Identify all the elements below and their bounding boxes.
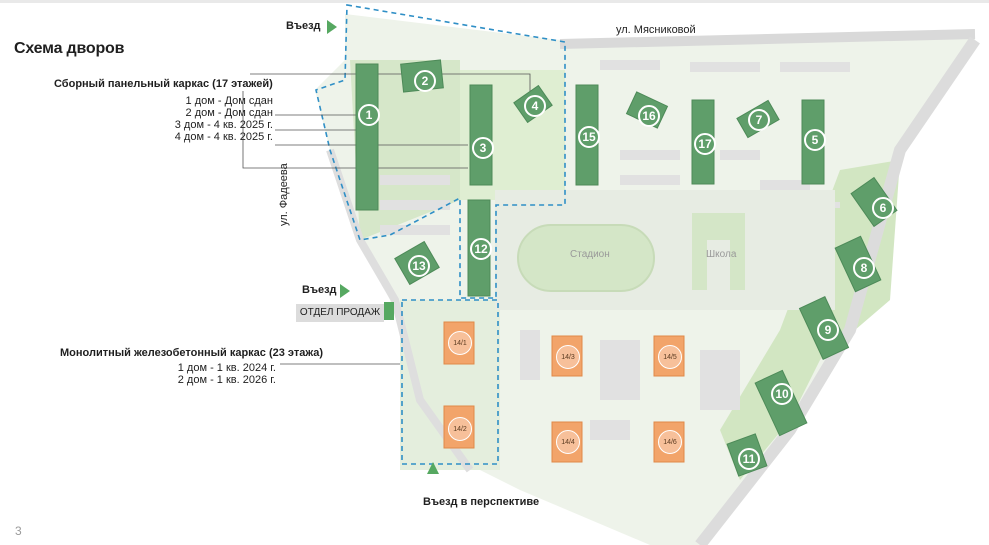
legend-panel-line: 2 дом - Дом сдан [185, 107, 273, 119]
page-title: Схема дворов [14, 40, 125, 57]
road-top [559, 29, 976, 49]
building-badge-m4[interactable]: 14/4 [556, 430, 580, 454]
building-badge-m6[interactable]: 14/6 [658, 430, 682, 454]
stadium-track [517, 224, 655, 292]
page-number: 3 [15, 524, 22, 538]
building-badge-m3[interactable]: 14/3 [556, 345, 580, 369]
street-label-left: ул. Фадеева [278, 163, 290, 226]
building-badge-b9[interactable]: 9 [817, 319, 839, 341]
entry-arrow-top [327, 20, 337, 34]
sales-office-label: ОТДЕЛ ПРОДАЖ [296, 304, 384, 322]
building-badge-b15[interactable]: 15 [578, 126, 600, 148]
entry-arrow-middle [340, 284, 350, 298]
school-label: Школа [706, 249, 737, 260]
building-badge-b13[interactable]: 13 [408, 255, 430, 277]
building-badge-b6[interactable]: 6 [872, 197, 894, 219]
legend-panel-list: 1 дом - Дом сдан 2 дом - Дом сдан 3 дом … [175, 95, 273, 143]
building-badge-b7[interactable]: 7 [748, 109, 770, 131]
building-badge-b4[interactable]: 4 [524, 95, 546, 117]
neighbour-blocks [380, 60, 850, 440]
legend-panel-heading: Сборный панельный каркас (17 этажей) [54, 78, 273, 90]
building-1-shape [355, 63, 379, 211]
building-badge-m5[interactable]: 14/5 [658, 345, 682, 369]
legend-panel-line: 4 дом - 4 кв. 2025 г. [174, 131, 273, 143]
top-divider [0, 0, 989, 3]
panel-houses-outline [315, 4, 566, 299]
building-badge-b5[interactable]: 5 [804, 129, 826, 151]
legend-monolith-line: 1 дом - 1 кв. 2024 г. [177, 362, 276, 374]
building-badge-b17[interactable]: 17 [694, 133, 716, 155]
building-badge-b10[interactable]: 10 [771, 383, 793, 405]
legend-panel-line: 1 дом - Дом сдан [185, 95, 273, 107]
school-building [692, 213, 745, 290]
monolith-houses-outline [401, 299, 499, 465]
building-badge-b8[interactable]: 8 [853, 257, 875, 279]
building-badge-m1[interactable]: 14/1 [448, 331, 472, 355]
street-label-top: ул. Мясниковой [616, 24, 696, 36]
legend-monolith-heading: Монолитный железобетонный каркас (23 эта… [60, 347, 324, 359]
entry-label-middle: Въезд [302, 284, 337, 296]
building-badge-b3[interactable]: 3 [472, 137, 494, 159]
yard-south [400, 300, 500, 470]
building-badge-b2[interactable]: 2 [414, 70, 436, 92]
building-3-shape [469, 84, 493, 186]
entry-label-bottom: Въезд в перспективе [423, 496, 540, 508]
building-badge-b11[interactable]: 11 [738, 448, 760, 470]
sales-office-marker [384, 302, 394, 320]
legend-monolith-line: 2 дом - 1 кв. 2026 г. [177, 374, 276, 386]
stadium-label: Стадион [570, 249, 610, 260]
entry-arrow-bottom [427, 462, 439, 474]
legend-monolith-list: 1 дом - 1 кв. 2024 г. 2 дом - 1 кв. 2026… [178, 362, 276, 386]
entry-label-top: Въезд [286, 20, 321, 32]
building-badge-b16[interactable]: 16 [638, 105, 660, 127]
building-badge-m2[interactable]: 14/2 [448, 417, 472, 441]
building-badge-b1[interactable]: 1 [358, 104, 380, 126]
building-badge-b12[interactable]: 12 [470, 238, 492, 260]
legend-panel-line: 3 дом - 4 кв. 2025 г. [174, 119, 273, 131]
